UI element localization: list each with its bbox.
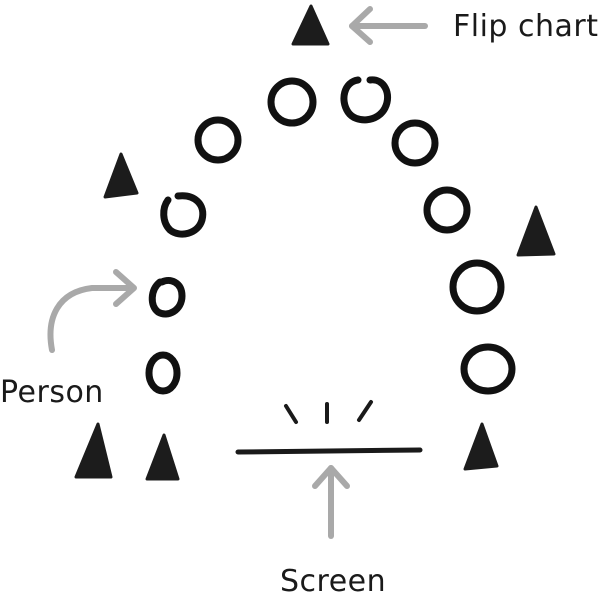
arrows [47, 6, 428, 539]
person-icon [145, 351, 181, 395]
person-icon [423, 186, 471, 234]
person-label: Person [0, 375, 104, 410]
screen-arrow-icon [312, 465, 350, 539]
flip-chart-arrow-icon [349, 6, 428, 45]
flip-chart-icon [463, 422, 499, 471]
screen-label: Screen [280, 564, 386, 599]
flip-chart-label: Flip chart [453, 9, 599, 44]
people [145, 76, 516, 395]
flip-chart-icon [291, 4, 330, 46]
person-icon [460, 343, 516, 395]
person-icon [340, 76, 392, 124]
flip-charts [74, 4, 556, 481]
person-icon [267, 77, 317, 127]
person-icon [160, 192, 207, 238]
flip-chart-icon [74, 422, 113, 479]
person-icon [391, 119, 439, 167]
flip-chart-icon [516, 205, 556, 257]
person-arrow-icon [47, 269, 137, 353]
person-icon [449, 259, 505, 315]
screen-ray [284, 404, 298, 424]
flip-chart-icon [103, 152, 139, 199]
screen-line [235, 447, 423, 455]
flip-chart-icon [145, 433, 180, 481]
person-icon [148, 277, 186, 318]
screen [235, 400, 423, 455]
person-icon [194, 116, 242, 164]
screen-ray [357, 400, 373, 422]
